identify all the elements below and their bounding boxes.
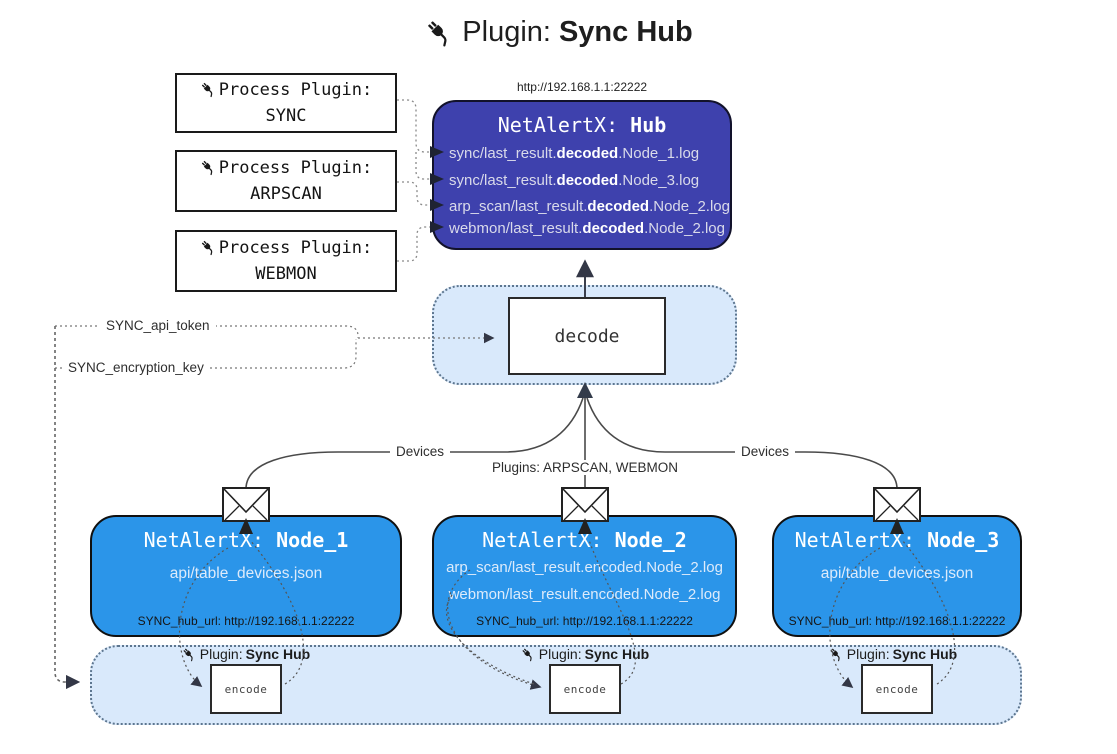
process-plugin-title: Process Plugin:: [218, 157, 373, 178]
hub-log-line: sync/last_result.decoded.Node_1.log: [449, 145, 700, 162]
decode-label: decode: [554, 325, 620, 347]
hub-title-bold: Hub: [630, 113, 667, 137]
hub-log-line: arp_scan/last_result.decoded.Node_2.log: [449, 198, 730, 215]
plug-icon: [829, 647, 844, 662]
process-plugin-name: SYNC: [265, 106, 307, 126]
plug-icon: [521, 647, 536, 662]
hub-log-line: sync/last_result.decoded.Node_3.log: [449, 172, 700, 189]
encode-box: encode: [210, 664, 282, 714]
encode-box: encode: [549, 664, 621, 714]
node-title: NetAlertX: Node_2: [482, 528, 687, 552]
node-file-line: api/table_devices.json: [169, 565, 323, 582]
node-2-box: NetAlertX: Node_2 arp_scan/last_result.e…: [432, 515, 737, 637]
plug-icon: [200, 239, 217, 256]
node-title: NetAlertX: Node_1: [143, 528, 349, 552]
process-plugin-name: WEBMON: [255, 264, 317, 284]
process-plugin-sync: Process Plugin: SYNC: [175, 73, 397, 133]
encode-plugin-label: Plugin: Sync Hub: [829, 646, 957, 662]
plug-icon: [424, 18, 454, 48]
hub-url-label: http://192.168.1.1:22222: [516, 80, 648, 94]
process-plugin-name: ARPSCAN: [250, 184, 322, 204]
node-hub-url: SYNC_hub_url: http://192.168.1.1:22222: [137, 614, 355, 628]
node-title: NetAlertX: Node_3: [794, 528, 1000, 552]
encode-plugin-label: Plugin: Sync Hub: [182, 646, 310, 662]
device-curves: [245, 396, 898, 490]
plug-icon: [200, 159, 217, 176]
node-1-box: NetAlertX: Node_1 api/table_devices.json…: [90, 515, 402, 637]
page-title-prefix: Plugin:: [462, 16, 551, 48]
node-3-box: NetAlertX: Node_3 api/table_devices.json…: [772, 515, 1022, 637]
node-file-line: api/table_devices.json: [820, 565, 974, 582]
process-plugin-arpscan: Process Plugin: ARPSCAN: [175, 150, 397, 212]
hub-title-prefix: NetAlertX:: [497, 113, 631, 137]
devices-left-label: Devices: [389, 444, 451, 459]
encode-plugin-label: Plugin: Sync Hub: [521, 646, 649, 662]
node-file-line: arp_scan/last_result.encoded.Node_2.log: [446, 559, 723, 576]
node-hub-url: SYNC_hub_url: http://192.168.1.1:22222: [476, 614, 693, 628]
plugin-to-hub-connectors: [397, 99, 430, 262]
decode-box: decode: [508, 297, 666, 375]
plug-icon: [200, 81, 217, 98]
hub-title: NetAlertX: Hub: [434, 113, 730, 137]
sync-encryption-key-label: SYNC_encryption_key: [62, 360, 210, 375]
settings-to-encode-connector: [54, 326, 81, 690]
devices-right-label: Devices: [734, 444, 796, 459]
hub-box: NetAlertX: Hub sync/last_result.decoded.…: [432, 100, 732, 250]
plug-icon: [182, 647, 197, 662]
node-hub-url: SYNC_hub_url: http://192.168.1.1:22222: [788, 614, 1006, 628]
encode-box: encode: [861, 664, 933, 714]
process-plugin-webmon: Process Plugin: WEBMON: [175, 230, 397, 292]
page-title-bold: Sync Hub: [558, 16, 693, 48]
plugins-center-label: Plugins: ARPSCAN, WEBMON: [485, 460, 685, 475]
node-file-line: webmon/last_result.encoded.Node_2.log: [448, 586, 721, 603]
page-title: Plugin: Sync Hub: [424, 16, 693, 49]
process-plugin-title: Process Plugin:: [218, 237, 373, 258]
sync-api-token-label: SYNC_api_token: [100, 318, 216, 333]
process-plugin-title: Process Plugin:: [218, 79, 373, 100]
hub-log-line: webmon/last_result.decoded.Node_2.log: [449, 220, 725, 237]
